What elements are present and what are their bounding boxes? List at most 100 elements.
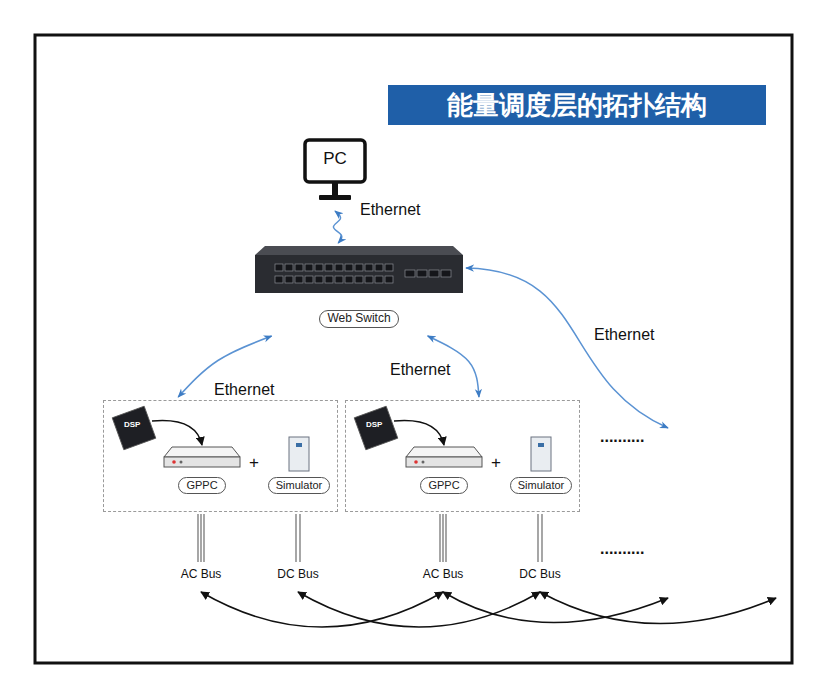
ethernet-link — [466, 268, 668, 428]
ellipsis-mark: .......... — [598, 540, 646, 558]
rect-shape — [295, 264, 303, 271]
bus-label: AC Bus — [179, 568, 224, 582]
path-shape — [443, 592, 668, 623]
rect-shape — [429, 270, 439, 277]
rect-shape — [285, 264, 293, 271]
rect-shape — [332, 183, 338, 195]
line-shape — [197, 514, 198, 562]
dashed-group: DSP + GPPC Simulator — [103, 400, 338, 512]
polygon-shape — [406, 447, 482, 457]
gppc-node: GPPC — [404, 437, 484, 497]
rect-shape — [275, 276, 283, 283]
edge-label: Ethernet — [358, 201, 422, 219]
bus-wires — [198, 514, 542, 562]
rect-shape — [305, 140, 365, 182]
rect-shape — [365, 276, 373, 283]
polygon-shape — [164, 447, 240, 457]
path-shape — [152, 421, 202, 446]
bus-label: AC Bus — [421, 568, 466, 582]
line-shape — [203, 514, 204, 562]
rect-shape — [335, 264, 343, 271]
edge-label: Ethernet — [592, 326, 656, 344]
rect-shape — [305, 264, 313, 271]
rect-shape — [405, 270, 415, 277]
path-shape — [201, 592, 443, 627]
rect-shape — [305, 276, 313, 283]
line-shape — [299, 514, 300, 562]
line-shape — [295, 514, 296, 562]
rect-shape — [295, 276, 303, 283]
bus-label: DC Bus — [275, 568, 320, 582]
line-shape — [200, 514, 201, 562]
rect-shape — [355, 276, 363, 283]
edge-label: Ethernet — [212, 381, 276, 399]
rect-shape — [164, 457, 240, 467]
rect-shape — [275, 264, 283, 271]
rect-shape — [345, 264, 353, 271]
path-shape — [394, 421, 444, 446]
dashed-group: DSP + GPPC Simulator — [345, 400, 580, 512]
rect-shape — [385, 264, 393, 271]
edge-label: Ethernet — [388, 361, 452, 379]
rect-shape — [325, 264, 333, 271]
line-shape — [439, 514, 440, 562]
bus-label: DC Bus — [517, 568, 562, 582]
name-pill: Simulator — [510, 477, 572, 494]
rect-shape — [417, 270, 427, 277]
rect-shape — [112, 406, 156, 450]
sim-node: Simulator — [264, 437, 334, 497]
path-shape — [540, 592, 776, 624]
ellipsis-mark: .......... — [598, 428, 646, 446]
line-shape — [541, 514, 542, 562]
gppc-node: GPPC — [162, 437, 242, 497]
rect-shape — [345, 276, 353, 283]
rect-shape — [538, 443, 544, 447]
line-shape — [442, 514, 443, 562]
rect-shape — [385, 276, 393, 283]
polygon-shape — [255, 246, 463, 255]
rect-shape — [285, 276, 293, 283]
rect-shape — [531, 437, 551, 471]
rect-shape — [255, 255, 463, 293]
switch-node: Web Switch — [255, 246, 463, 334]
rect-shape — [315, 276, 323, 283]
rect-shape — [441, 270, 451, 277]
rect-shape — [325, 276, 333, 283]
frame — [35, 35, 792, 663]
rect-shape — [315, 264, 323, 271]
node-text: + — [249, 453, 259, 473]
bus-arrows — [201, 592, 776, 627]
circle-shape — [172, 460, 176, 464]
circle-shape — [422, 461, 425, 464]
rect-shape — [354, 406, 398, 450]
rect-shape — [289, 437, 309, 471]
rect-shape — [355, 264, 363, 271]
sim-node: Simulator — [506, 437, 576, 497]
monitor-icon — [303, 138, 367, 208]
node-text: + — [491, 453, 501, 473]
rect-shape — [375, 264, 383, 271]
rect-shape — [365, 264, 373, 271]
rect-shape — [296, 443, 302, 447]
rect-shape — [375, 276, 383, 283]
circle-shape — [180, 461, 183, 464]
ethernet-connector — [333, 211, 341, 243]
node-text: PC — [323, 149, 347, 169]
path-shape — [298, 592, 540, 627]
line-shape — [537, 514, 538, 562]
name-pill: Web Switch — [319, 310, 398, 328]
name-pill: GPPC — [178, 477, 225, 494]
rect-shape — [406, 457, 482, 467]
line-shape — [445, 514, 446, 562]
rect-shape — [319, 195, 351, 200]
node-text: DSP — [366, 420, 382, 429]
name-pill: Simulator — [268, 477, 330, 494]
monitor-node: PC — [303, 138, 367, 208]
circle-shape — [414, 460, 418, 464]
node-text: DSP — [124, 420, 140, 429]
rect-shape — [335, 276, 343, 283]
title-banner: 能量调度层的拓扑结构 — [388, 85, 766, 125]
name-pill: GPPC — [420, 477, 467, 494]
